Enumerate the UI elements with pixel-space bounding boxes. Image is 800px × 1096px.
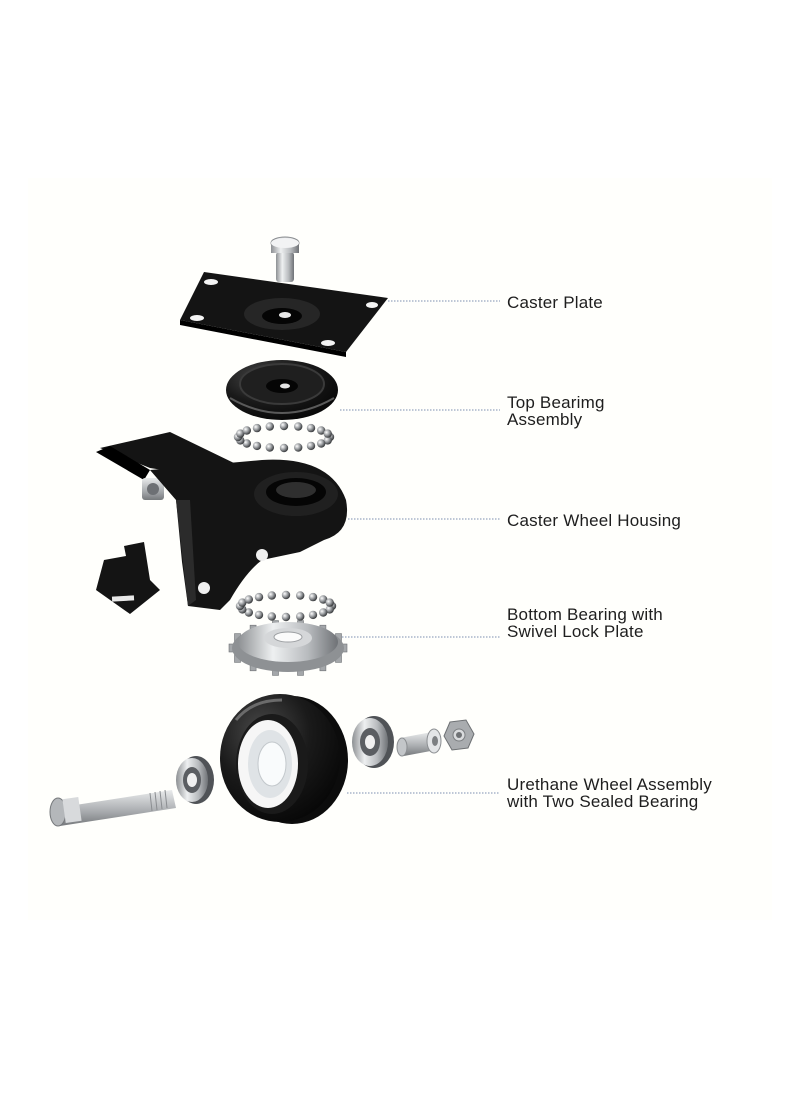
bearing-ball <box>252 441 262 451</box>
caster-plate-icon <box>180 272 388 357</box>
pin-icon <box>270 236 300 282</box>
bearing-ball <box>296 612 305 621</box>
bearing-ball <box>308 592 318 602</box>
bearing-ball <box>306 441 316 451</box>
bearing-ball <box>267 591 276 600</box>
ball-bearings-lower-icon <box>235 590 337 622</box>
bearing-ball <box>252 423 262 433</box>
bearing-ball <box>317 439 326 448</box>
label-housing-line1: Caster Wheel Housing <box>507 511 682 530</box>
bearing-ball <box>317 426 326 435</box>
bearing-ball <box>279 443 289 453</box>
bearing-ball <box>308 610 318 620</box>
bearing-ball <box>281 590 291 600</box>
bearing-ball <box>254 610 264 620</box>
label-top-bearing: Top Bearimg Assembly <box>507 394 605 428</box>
label-wheel-line1: Urethane Wheel Assembly <box>507 775 712 794</box>
label-housing: Caster Wheel Housing <box>507 512 681 529</box>
wheel-housing-icon <box>96 432 348 610</box>
bearing-ball <box>254 592 264 602</box>
bearing-ball <box>319 608 328 617</box>
bearing-ball <box>323 436 332 445</box>
label-wheel: Urethane Wheel Assembly with Two Sealed … <box>507 776 712 810</box>
bearing-ball <box>325 605 334 614</box>
urethane-wheel-icon <box>220 694 348 824</box>
label-bottom-bearing-line1: Bottom Bearing with <box>507 605 663 624</box>
bearing-ball <box>267 612 276 621</box>
bearing-ball <box>306 423 316 433</box>
bearing-ball <box>294 443 303 452</box>
label-bottom-bearing-line2: Swivel Lock Plate <box>507 622 644 641</box>
label-wheel-line2: with Two Sealed Bearing <box>507 792 699 811</box>
bearing-ball <box>244 608 253 617</box>
bearing-ball <box>265 422 274 431</box>
bearing-ball <box>296 591 305 600</box>
lock-plate-icon <box>228 620 348 676</box>
bearing-ball <box>242 426 251 435</box>
sealed-bearing-left-icon <box>176 756 214 804</box>
spacer-sleeve-icon <box>396 728 442 757</box>
label-caster-plate-line1: Caster Plate <box>507 293 603 312</box>
label-top-bearing-line2: Assembly <box>507 410 583 429</box>
nut-icon <box>443 719 475 751</box>
bearing-ball <box>265 443 274 452</box>
bearing-ball <box>281 612 291 622</box>
bearing-ball <box>294 422 303 431</box>
bearing-ball <box>279 421 289 431</box>
ball-bearings-icon <box>233 421 335 453</box>
bearing-ball <box>238 598 247 607</box>
leader-lines <box>340 300 500 794</box>
label-caster-plate: Caster Plate <box>507 294 603 311</box>
bearing-ball <box>244 595 253 604</box>
sealed-bearing-right-icon <box>352 716 394 768</box>
label-top-bearing-line1: Top Bearimg <box>507 393 605 412</box>
label-bottom-bearing: Bottom Bearing with Swivel Lock Plate <box>507 606 663 640</box>
brake-pedal-icon <box>96 542 160 614</box>
bearing-ball <box>323 429 332 438</box>
bearing-ball <box>242 439 251 448</box>
bearing-ball <box>236 429 245 438</box>
axle-bolt-icon <box>49 789 176 827</box>
bearing-ball <box>325 598 334 607</box>
bearing-ball <box>319 595 328 604</box>
top-bearing-race-icon <box>226 360 338 420</box>
